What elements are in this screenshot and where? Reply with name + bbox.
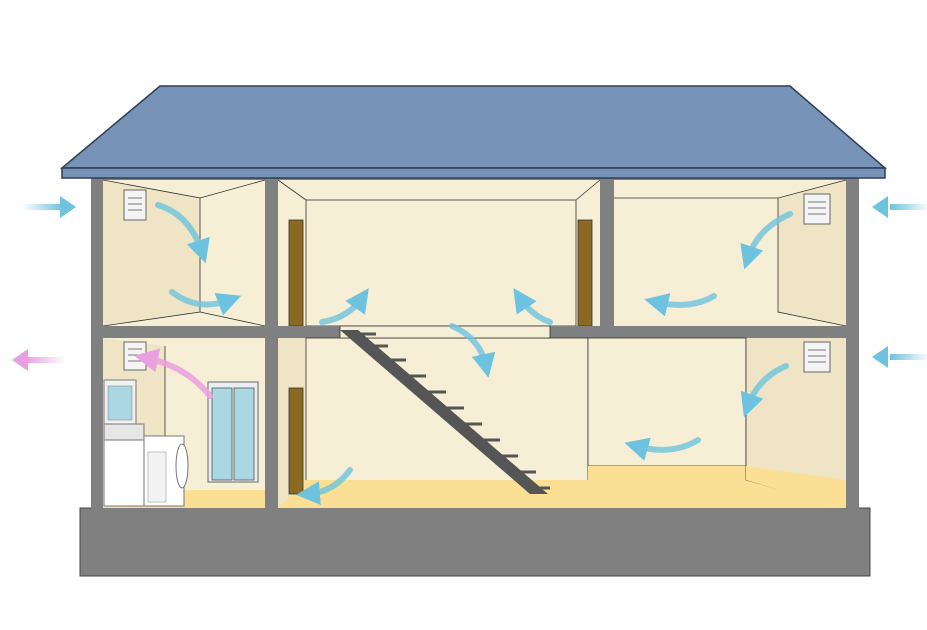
airflow-arrow-icon [513,288,553,325]
vent-fan-icon [803,341,831,373]
airflow-arrow-icon [319,288,369,325]
airflow-arrow-icon [740,363,789,418]
foundation [79,507,871,577]
arrow-right-icon [22,196,76,218]
airflow-arrow-icon [644,293,717,317]
washbasin [103,379,149,507]
downstairs-right-room [745,338,847,509]
upstairs-hall [277,179,601,327]
washing-machine [143,435,189,507]
interior-wall [265,176,278,514]
door [288,387,304,495]
airflow-arrow-icon [449,323,496,378]
shower [207,381,259,483]
airflow-arrow-icon [134,348,213,399]
arrow-left-icon [872,346,927,368]
airflow-arrow-icon [740,211,793,270]
arrow-left-icon [12,349,66,371]
vent-fan-icon [123,341,147,371]
roof [59,85,888,169]
airflow-arrow-icon [169,289,242,316]
door [577,219,593,327]
staircase [339,325,551,494]
airflow-arrow-icon [296,467,353,506]
interior-wall [600,176,614,326]
vent-fan-icon [803,193,831,225]
door [288,219,304,327]
arrow-left-icon [872,196,927,218]
airflow-arrow-icon [624,437,701,461]
roof-eave [61,167,886,179]
airflow-arrow-icon [155,202,210,264]
floor [746,466,846,508]
floor [278,466,840,508]
vent-fan-icon [123,189,147,221]
